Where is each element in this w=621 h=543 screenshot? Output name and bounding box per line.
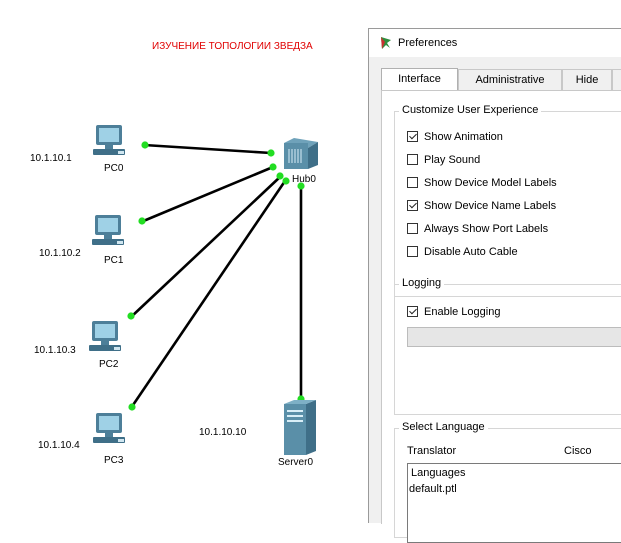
interface-panel: Customize User Experience Show Animation… [381, 90, 621, 543]
disable-auto-cable-checkbox[interactable]: Disable Auto Cable [407, 245, 518, 259]
language-legend: Select Language [399, 421, 488, 433]
link-pc3-hub [129, 180, 287, 409]
always-show-port-labels-checkbox[interactable]: Always Show Port Labels [407, 222, 548, 236]
play-sound-checkbox[interactable]: Play Sound [407, 153, 480, 167]
tab-hide[interactable]: Hide [562, 69, 612, 90]
server-name-label: Server0 [278, 457, 314, 468]
pc2-name-label: PC2 [99, 359, 119, 370]
pc0-ip-label: 10.1.10.1 [30, 153, 72, 164]
hub-icon[interactable] [284, 138, 318, 169]
pc0-name-label: PC0 [104, 163, 124, 174]
pc1-icon[interactable] [92, 215, 124, 245]
logging-group: Logging Enable Logging [394, 277, 621, 415]
checkbox-box[interactable] [407, 199, 418, 211]
show-device-name-labels-checkbox[interactable]: Show Device Name Labels [407, 199, 556, 213]
checkbox-box[interactable] [407, 130, 418, 142]
pc1-ip-label: 10.1.10.2 [39, 248, 81, 259]
checkbox-box[interactable] [407, 153, 418, 165]
server-icon[interactable] [284, 400, 316, 455]
pc3-name-label: PC3 [104, 455, 124, 466]
cisco-column-header: Cisco [564, 445, 592, 457]
topology-drawing [89, 125, 318, 455]
customize-legend: Customize User Experience [399, 104, 542, 116]
pc3-ip-label: 10.1.10.4 [38, 440, 80, 451]
link-status-lights [127, 141, 305, 411]
checkbox-box[interactable] [407, 176, 418, 188]
list-item[interactable]: default.ptl [409, 483, 457, 495]
pc2-ip-label: 10.1.10.3 [34, 345, 76, 356]
list-item[interactable]: Languages [411, 467, 466, 479]
pc1-name-label: PC1 [104, 255, 124, 266]
preferences-window: Preferences Interface Administrative Hid… [368, 28, 621, 543]
logging-legend: Logging [399, 277, 445, 289]
topology-canvas[interactable]: ИЗУЧЕНИЕ ТОПОЛОГИИ ЗВЕДЗА [0, 0, 368, 523]
topology-title: ИЗУЧЕНИЕ ТОПОЛОГИИ ЗВЕДЗА [152, 41, 313, 52]
pc0-icon[interactable] [93, 125, 125, 155]
language-list[interactable]: Languages default.ptl [407, 463, 621, 543]
checkbox-box[interactable] [407, 305, 418, 317]
pc3-icon[interactable] [93, 413, 125, 443]
show-animation-checkbox[interactable]: Show Animation [407, 130, 503, 144]
tab-overflow[interactable] [612, 69, 621, 90]
enable-logging-checkbox[interactable]: Enable Logging [407, 305, 500, 319]
checkbox-box[interactable] [407, 222, 418, 234]
pc2-icon[interactable] [89, 321, 121, 351]
checkbox-box[interactable] [407, 245, 418, 257]
hub-name-label: Hub0 [292, 174, 316, 185]
links [129, 143, 303, 409]
link-pc0-hub [143, 143, 272, 155]
tab-interface[interactable]: Interface [381, 68, 458, 91]
server-ip-label: 10.1.10.10 [199, 427, 247, 438]
tab-administrative[interactable]: Administrative [458, 69, 562, 90]
link-pc2-hub [130, 176, 281, 318]
language-group: Select Language Translator Cisco Languag… [394, 421, 621, 543]
link-pc1-hub [140, 165, 274, 224]
customize-group: Customize User Experience Show Animation… [394, 104, 621, 297]
app-icon [379, 36, 393, 50]
window-title: Preferences [398, 37, 458, 49]
title-bar[interactable]: Preferences [369, 29, 621, 57]
logging-bar [407, 327, 621, 347]
translator-column-header: Translator [407, 445, 457, 457]
show-device-model-labels-checkbox[interactable]: Show Device Model Labels [407, 176, 557, 190]
